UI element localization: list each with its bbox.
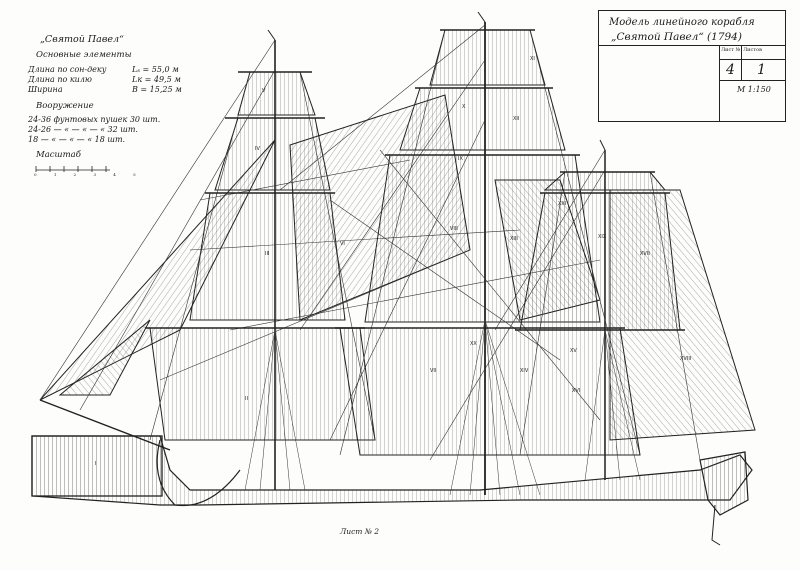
sail-number-label: VII [430, 368, 436, 374]
title-block-model: Модель линейного корабля [609, 17, 755, 28]
scale-label: Масштаб [36, 150, 81, 160]
sail-number-label: III [265, 251, 269, 257]
spanker [609, 189, 756, 441]
sheet-number: 4 [726, 62, 735, 78]
sail-number-label: XXI [558, 201, 566, 207]
sail-number-label: XV [570, 348, 577, 354]
ship-name-title: „Святой Павел“ [40, 34, 124, 45]
sail-number-label: IV [255, 146, 260, 152]
armament-line: 24-26 — « — « — « 32 шт. [28, 125, 138, 134]
sheets-total: 1 [757, 62, 766, 78]
sheet-label: Лист № 2 [340, 527, 380, 536]
title-block: Модель линейного корабля „Святой Павел“ … [598, 10, 786, 122]
sail-number-label: VI [340, 241, 345, 247]
title-block-divider [719, 80, 785, 81]
stern-castle [699, 451, 749, 516]
dimension-value: Lₛ = 55,0 м [132, 65, 179, 74]
title-block-divider [719, 45, 720, 121]
sheet-number-header: Лист № [721, 47, 741, 53]
dimension-value: B = 15,25 м [132, 85, 182, 94]
armament-line: 18 — « — « — « 18 шт. [28, 135, 126, 144]
sail-number-label: VIII [450, 226, 458, 232]
sheets-total-header: Листов [743, 47, 762, 53]
dimension-label: Длина по килю [28, 75, 92, 84]
sail-number-label: XI [530, 56, 535, 62]
scale-bar [35, 166, 110, 172]
quarterdeck-block [31, 435, 163, 497]
bowsprit [39, 399, 171, 451]
sail-number-label: X [462, 104, 466, 110]
main-royal [429, 29, 546, 86]
rudder [711, 504, 721, 546]
sail-number-label: XIV [520, 368, 529, 374]
main-elements-heading: Основные элементы [36, 50, 132, 60]
main-course [339, 327, 641, 456]
fore-course [149, 327, 376, 441]
drawing-scale: М 1:150 [737, 85, 771, 94]
sail-number-label: XIII [510, 236, 518, 242]
sail-number-label: XIX [598, 234, 607, 240]
title-block-divider [741, 45, 742, 80]
sail-number-label: XX [470, 341, 477, 347]
dimension-label: Ширина [28, 85, 63, 94]
sail-number-label: XVII [640, 251, 650, 257]
dimension-value: Lк = 49,5 м [132, 75, 181, 84]
sail-number-label: I [95, 461, 96, 467]
title-block-ship: „Святой Павел“ (1794) [611, 31, 742, 43]
sail-number-label: II [245, 396, 248, 402]
armament-heading: Вооружение [36, 101, 94, 111]
bow-head [156, 439, 241, 507]
sail-number-label: XVIII [680, 356, 691, 362]
mizzen-topgallant [543, 171, 667, 191]
sail-number-label: IX [458, 156, 463, 162]
sail-number-label: V [262, 88, 266, 94]
armament-line: 24-36 фунтовых пушек 30 шт. [28, 115, 161, 124]
sail-number-label: XVI [572, 388, 580, 394]
scale-ticks: 0 1 2 3 4 5 [34, 172, 144, 177]
jib-2 [58, 319, 151, 396]
title-block-divider [599, 45, 785, 46]
title-block-divider [719, 59, 785, 60]
dimension-label: Длина по сон-деку [28, 65, 107, 74]
sail-number-label: XII [513, 116, 519, 122]
